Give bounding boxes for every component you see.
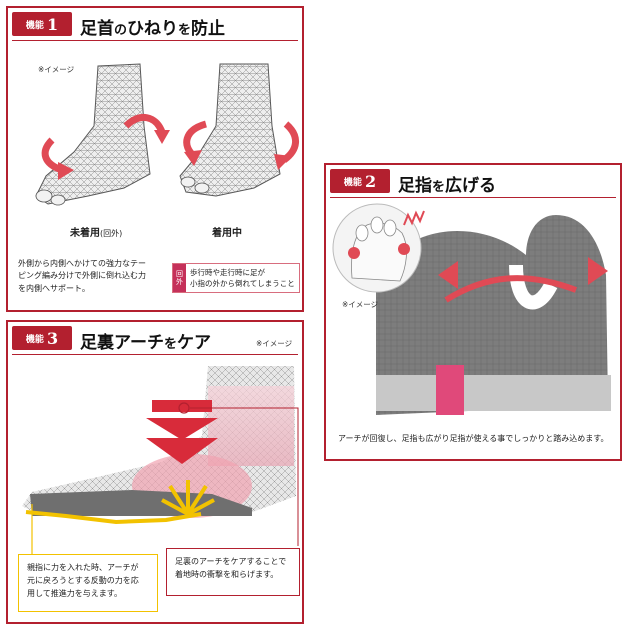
- rotation-arrow-icon: [183, 120, 208, 166]
- badge-number: 3: [46, 328, 59, 348]
- caption-worn: 着用中: [212, 228, 242, 239]
- supination-definition-box: 回外 歩行時や走行時に足が 小指の外から倒れてしまうこと: [172, 263, 300, 293]
- panel-title: 足指を広げる: [398, 176, 497, 196]
- image-note: ※イメージ: [38, 65, 75, 74]
- foot-illustration-worn: [179, 63, 281, 197]
- down-arrow-icon: [146, 400, 218, 464]
- panel-title: 足裏アーチをケア: [80, 333, 211, 353]
- arch-foot-illustration: [22, 366, 296, 518]
- title-underline: [12, 354, 298, 355]
- rotation-arrow-icon: [274, 121, 299, 170]
- image-note: ※イメージ: [342, 300, 379, 309]
- callout-leader-left: [31, 504, 33, 560]
- badge-label: 機能: [25, 334, 44, 345]
- badge-number: 2: [364, 171, 377, 191]
- panel-arch-care: 機能 3 足裏アーチをケア ※イメージ: [6, 320, 304, 624]
- arch-highlight-line: [25, 510, 202, 525]
- panel-caption: アーチが回復し、足指も広がり足指が使える事でしっかりと踏み込めます。: [338, 434, 609, 443]
- panel-title: 足首のひねりを防止: [80, 19, 226, 39]
- supination-tag: 回外: [173, 264, 186, 292]
- pain-zigzag-icon: [403, 210, 425, 226]
- rotation-arrow-icon: [123, 114, 170, 144]
- feature-badge-1: 機能 1: [12, 12, 72, 36]
- feature-badge-3: 機能 3: [12, 326, 72, 350]
- badge-label: 機能: [25, 20, 44, 31]
- supination-text: 歩行時や走行時に足が 小指の外から倒れてしまうこと: [190, 268, 295, 289]
- callout-leader-right: [178, 402, 299, 546]
- badge-label: 機能: [343, 177, 362, 188]
- callout-propulsion: 親指に力を入れた時、アーチが 元に戻ろうとする反動の力を応 用して推進力を与えま…: [18, 554, 158, 612]
- callout-shock-absorb: 足裏のアーチをケアすることで 着地時の衝撃を和らげます。: [166, 548, 300, 596]
- spread-arrow-icon: [438, 257, 608, 289]
- badge-number: 1: [46, 14, 59, 34]
- panel-description: 外側から内側へかけての強力なテー ピング編み分けで外側に倒れ込む力 を内側へサポ…: [18, 259, 146, 293]
- feature-badge-2: 機能 2: [330, 169, 390, 193]
- rotation-arrow-icon: [41, 137, 74, 180]
- burst-icon: [161, 480, 215, 516]
- title-underline: [12, 40, 298, 41]
- toe-pain-inset: [332, 203, 422, 293]
- panel-toe-spread: 機能 2 足指を広げる ※イメージ アーチが回復し、: [324, 163, 622, 461]
- title-underline: [330, 197, 616, 198]
- toe-sock-illustration: [376, 215, 611, 415]
- caption-unworn: 未着用(回外): [70, 228, 123, 239]
- image-note: ※イメージ: [256, 339, 293, 348]
- panel-ankle-twist: 機能 1 足首のひねりを防止 ※イメージ: [6, 6, 304, 312]
